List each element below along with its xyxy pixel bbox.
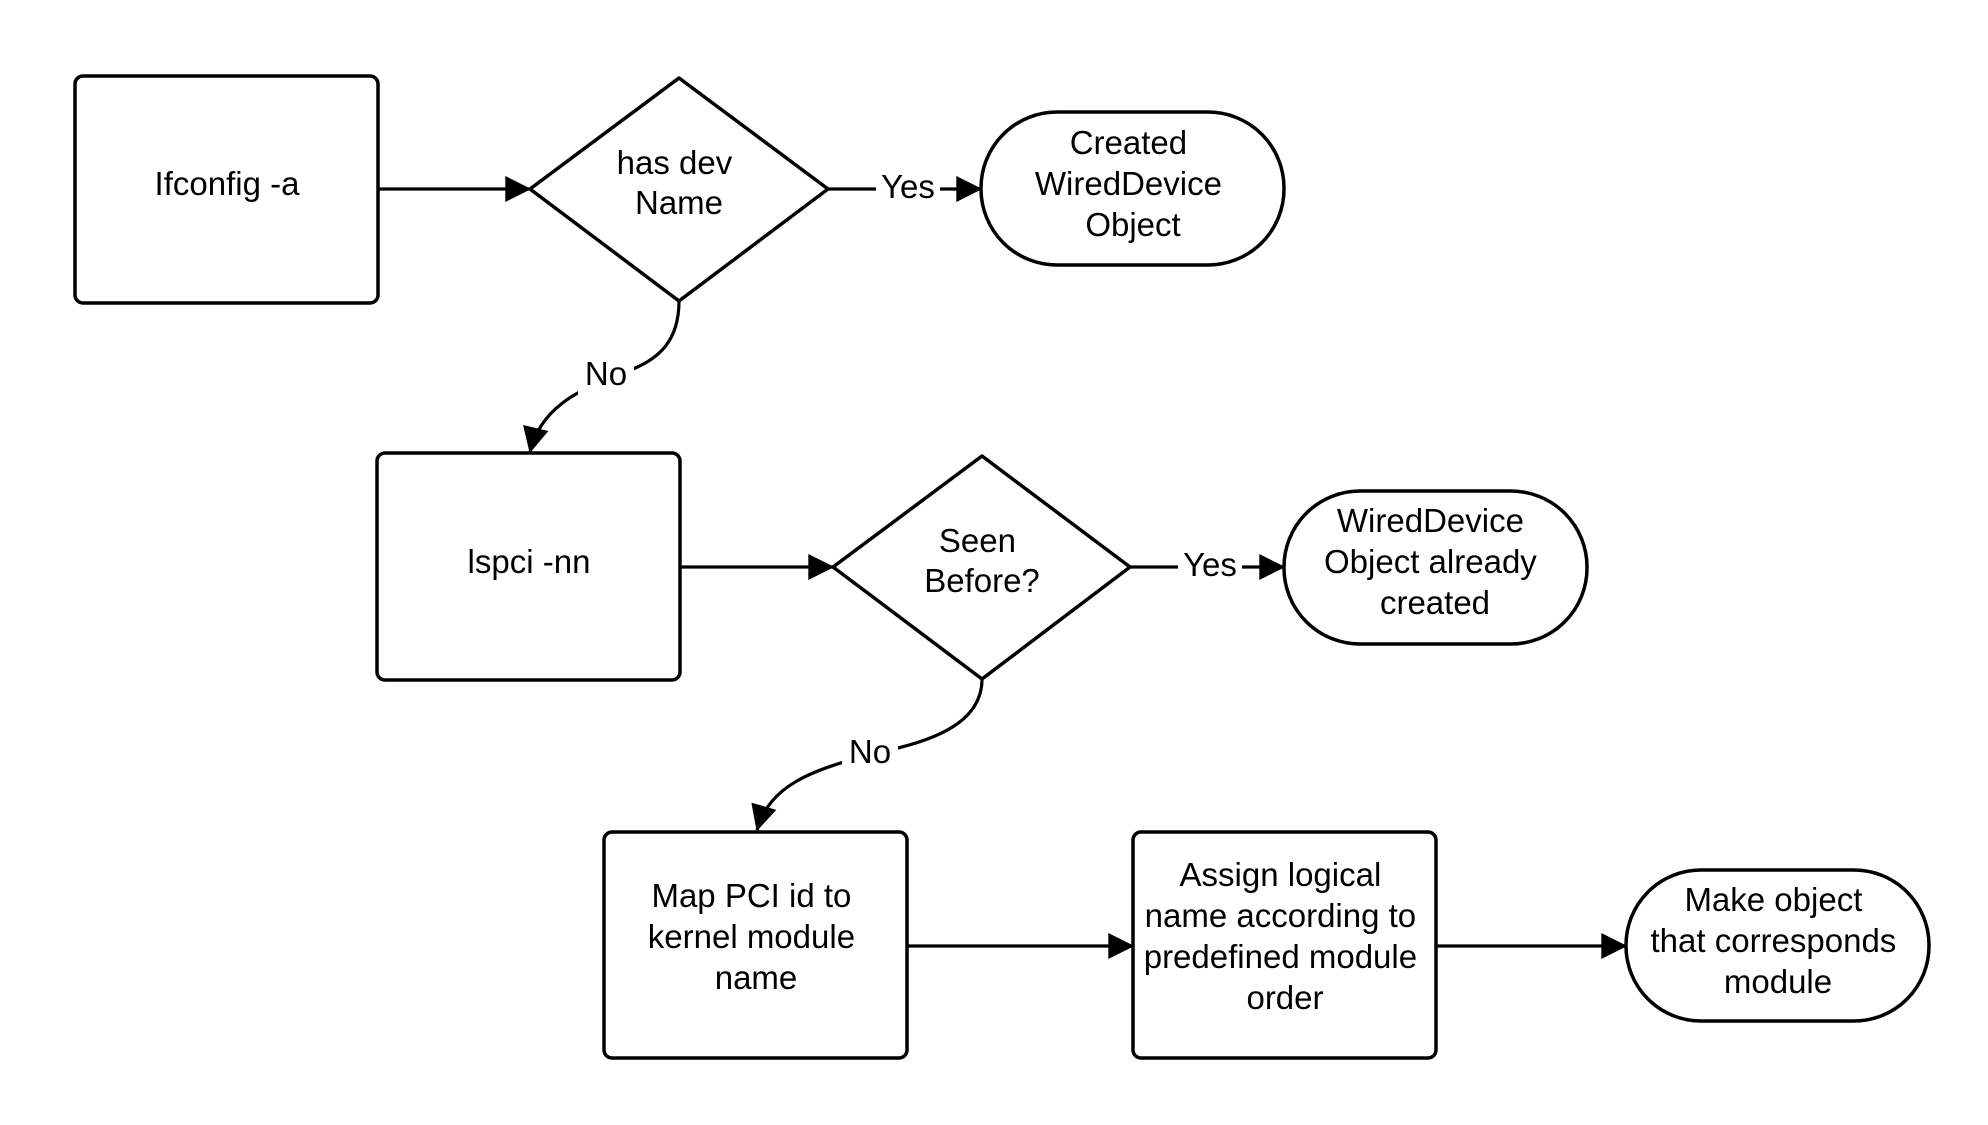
node-assign-logical: Assign logical name according to predefi… (1131, 830, 1438, 1060)
node-seen-before[interactable]: Seen Before? (831, 454, 1132, 681)
node-created-wired-device: Created WiredDevice Object (979, 110, 1286, 267)
edge-label-yes-1: Yes (881, 168, 935, 205)
node-lspci: lspci -nn (375, 451, 682, 682)
node-make-object: Make object that corresponds module (1624, 868, 1931, 1023)
node-seen-before-label: Seen Before? (924, 522, 1040, 599)
edge-label-yes-2: Yes (1183, 546, 1237, 583)
node-assign-logical-label: Assign logical name according to predefi… (1144, 856, 1427, 1016)
node-lspci-label: lspci -nn (468, 543, 591, 580)
node-map-pci: Map PCI id to kernel module name (602, 830, 909, 1060)
node-ifconfig-label: Ifconfig -a (155, 165, 301, 202)
edge-label-no-1: No (585, 355, 627, 392)
node-has-dev-name-label: has dev Name (617, 144, 742, 221)
node-make-object-label: Make object that corresponds module (1651, 881, 1906, 1000)
node-ifconfig: Ifconfig -a (73, 74, 380, 305)
node-already-created-label: WiredDevice Object already created (1324, 502, 1546, 621)
edge-label-no-2: No (849, 733, 891, 770)
node-already-created: WiredDevice Object already created (1282, 489, 1589, 646)
node-has-dev-name[interactable]: has dev Name (528, 76, 830, 303)
edge-labels: Yes No Yes No (578, 167, 1242, 772)
node-map-pci-label: Map PCI id to kernel module name (648, 877, 864, 996)
node-created-wired-device-label: Created WiredDevice Object (1035, 124, 1231, 243)
